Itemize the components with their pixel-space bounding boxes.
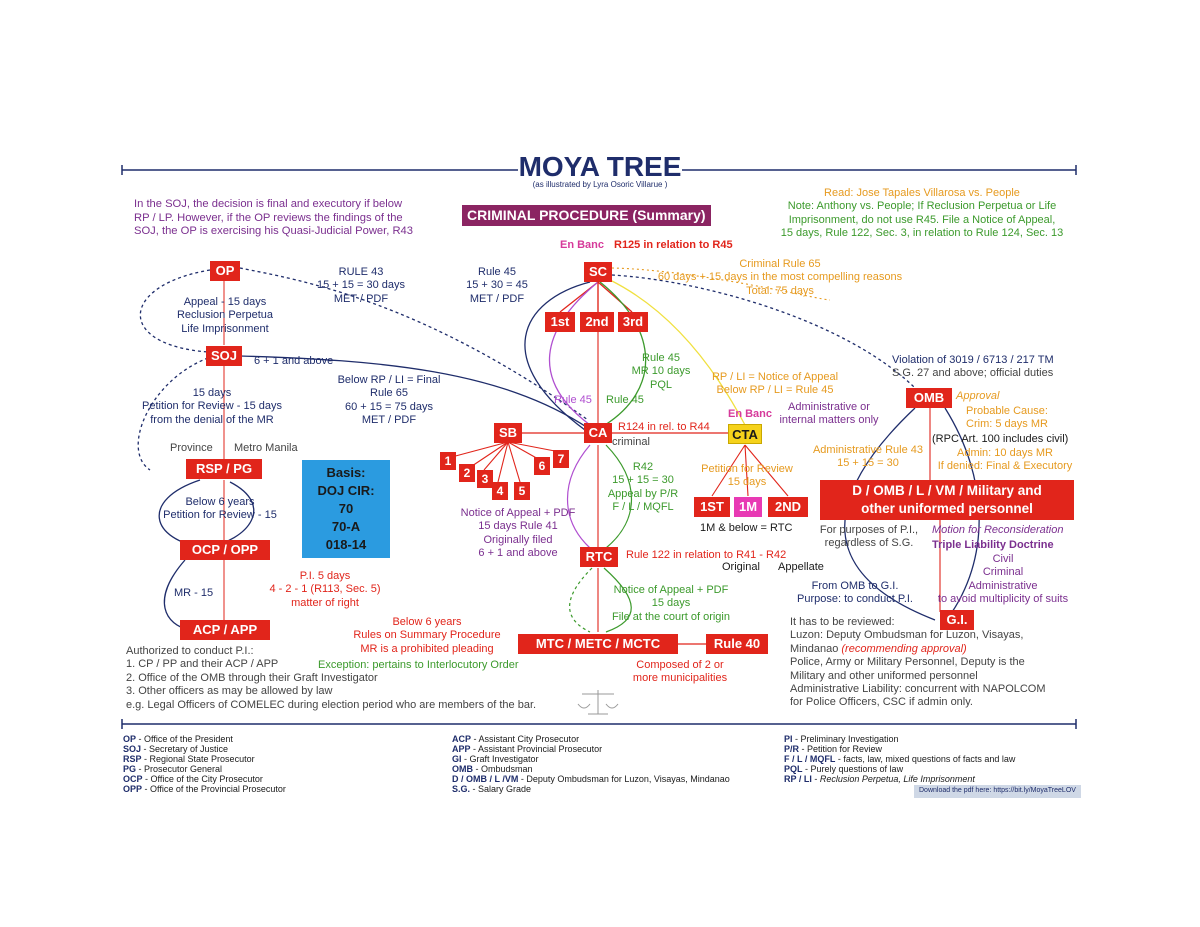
node-rsp-pg[interactable]: RSP / PG [186,459,262,479]
node-sc-1st[interactable]: 1st [545,312,575,332]
sb-division-1[interactable]: 1 [440,452,456,470]
authorized-list: Authorized to conduct P.I.: 1. CP / PP a… [126,645,537,711]
label-mr15: MR - 15 [174,587,214,599]
label-rule45-left: Rule 45 [554,394,592,406]
soj-note: In the SOJ, the decision is final and ex… [134,198,413,238]
sb-division-6[interactable]: 6 [534,457,550,475]
node-omb[interactable]: OMB [906,388,952,408]
label-1m-rtc: 1M & below = RTC [700,522,793,534]
label-appellate: Appellate [778,561,824,573]
label-r125: R125 in relation to R45 [614,239,733,251]
page-subtitle: (as illustrated by Lyra Osoric Villarue … [532,180,668,189]
label-motion-recon: Motion for Reconsideration [932,524,1064,536]
node-acp-app[interactable]: ACP / APP [180,620,270,640]
sb-division-3[interactable]: 3 [477,470,493,488]
node-gi[interactable]: G.I. [940,610,974,630]
legend-column-2: ACP - Assistant City Prosecutor APP - As… [452,734,730,794]
label-en-banc-cta: En Banc [728,408,773,420]
node-rtc[interactable]: RTC [580,547,618,567]
label-rpc100: (RPC Art. 100 includes civil) [932,433,1069,445]
label-r124: R124 in rel. to R44 [618,421,710,433]
node-soj[interactable]: SOJ [206,346,242,366]
label-review-block: It has to be reviewed: Luzon: Deputy Omb… [790,616,1046,709]
legend-column-1: OP - Office of the President SOJ - Secre… [123,734,286,794]
node-cta[interactable]: CTA [728,424,762,444]
label-exception: Exception: pertains to Interlocutory Ord… [318,659,519,671]
legend-column-3: PI - Preliminary Investigation P/R - Pet… [784,734,1016,784]
cta-division-1st[interactable]: 1ST [694,497,730,517]
node-sc[interactable]: SC [584,262,612,282]
sb-division-4[interactable]: 4 [492,482,508,500]
cta-division-1m[interactable]: 1M [734,497,762,517]
scales-icon [577,690,619,715]
label-rule122: Rule 122 in relation to R41 - R42 [626,549,787,561]
section-label: CRIMINAL PROCEDURE (Summary) [462,205,711,227]
sb-division-2[interactable]: 2 [459,464,475,482]
node-ca[interactable]: CA [584,423,612,443]
page-title: MOYA TREE [518,151,682,182]
label-triple: Triple Liability Doctrine [932,539,1054,551]
node-sc-2nd[interactable]: 2nd [580,312,614,332]
download-link[interactable]: Download the pdf here: https://bit.ly/Mo… [914,785,1081,798]
label-for-pi: For purposes of P.I.,regardless of S.G. [819,524,919,550]
node-sc-3rd[interactable]: 3rd [618,312,648,332]
label-original: Original [722,561,760,573]
label-probable-cause: Probable Cause:Crim: 5 days MR [966,405,1048,431]
node-sb[interactable]: SB [494,423,522,443]
label-approval: Approval [956,390,1000,402]
node-op[interactable]: OP [210,261,240,281]
label-from-omb: From OMB to G.I.Purpose: to conduct P.I. [797,580,913,606]
read-note: Read: Jose Tapales Villarosa vs. People … [780,187,1064,240]
label-metro-manila: Metro Manila [234,442,298,454]
label-en-banc-sc: En Banc [560,239,605,251]
node-ocp-opp[interactable]: OCP / OPP [180,540,270,560]
label-rule45-right: Rule 45 [606,394,644,406]
label-six-one: 6 + 1 and above [254,355,334,367]
cta-division-2nd[interactable]: 2ND [768,497,808,517]
sb-division-7[interactable]: 7 [553,450,569,468]
node-mtc[interactable]: MTC / METC / MCTC [518,634,678,654]
label-province: Province [170,442,213,454]
node-rule40[interactable]: Rule 40 [706,634,768,654]
label-criminal: criminal [612,436,650,448]
sb-division-5[interactable]: 5 [514,482,530,500]
